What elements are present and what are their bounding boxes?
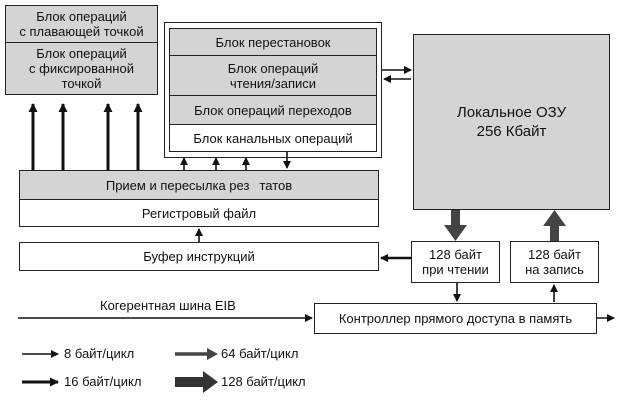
legend-label-128: 128 байт/цикл [221,374,306,389]
write-buffer-block: 128 байт на запись [510,241,599,283]
legend-label-8: 8 байт/цикл [64,346,135,361]
legend-arrow-128 [175,371,218,393]
instruction-buffer-block: Буфер инструкций [19,242,379,271]
result-forwarding-block: Прием и пересылка рез татов [19,170,379,200]
eib-bus-label: Когерентная шина EIB [100,298,236,313]
read-buffer-block: 128 байт при чтении [411,241,500,283]
load-store-block: Блок операций чтения/записи [169,55,377,96]
register-file-block: Регистровый файл [19,199,379,227]
float-ops-block: Блок операций с плавающей точкой [5,5,158,43]
result-forwarding-label-tail: татов [259,177,293,193]
fixed-ops-block: Блок операций с фиксированной точкой [5,42,158,95]
local-ram-block: Локальное ОЗУ 256 Кбайт [413,34,610,210]
legend-arrow-64 [175,348,218,360]
branch-block: Блок операций переходов [169,95,377,125]
dma-controller-block: Контроллер прямого доступа в память [314,303,597,334]
legend-label-16: 16 байт/цикл [64,374,142,389]
result-forwarding-label: Прием и пересылка рез [105,177,250,193]
legend-label-64: 64 байт/цикл [221,346,299,361]
arrow-write-to-ram [543,210,566,241]
permutation-block: Блок перестановок [169,28,377,56]
channel-block: Блок канальных операций [169,124,377,152]
arrow-ram-to-read [444,210,467,241]
